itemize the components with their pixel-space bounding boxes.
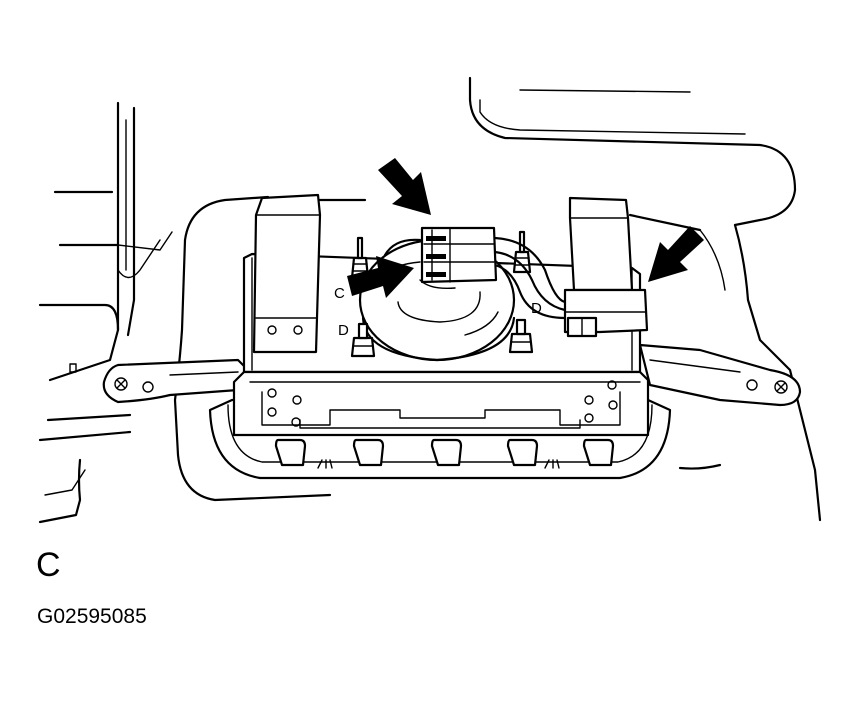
hole-label-c: C <box>334 285 345 302</box>
dashboard-outline <box>38 76 822 524</box>
small-hole-labels: C D D <box>334 285 542 339</box>
wire-harness <box>383 236 567 320</box>
right-strap <box>568 196 634 292</box>
arrow-right-icon <box>648 226 704 282</box>
pointer-arrows <box>347 158 704 298</box>
right-bracket <box>638 343 802 407</box>
airbag-module-housing <box>208 252 672 480</box>
figure-id: G02595085 <box>37 605 147 628</box>
bolt-lower-right <box>508 318 534 354</box>
hole-label-d-left: D <box>338 322 349 339</box>
hole-label-d-right: D <box>531 300 542 317</box>
left-strap <box>252 193 322 354</box>
housing-tabs <box>274 438 615 469</box>
right-connector <box>563 288 649 338</box>
arrow-top-icon <box>378 158 431 215</box>
left-bracket <box>102 358 252 404</box>
view-label: C <box>36 546 61 584</box>
bolt-lower-left <box>350 322 376 358</box>
arrow-middle-icon <box>347 256 414 298</box>
center-connector <box>420 226 498 284</box>
